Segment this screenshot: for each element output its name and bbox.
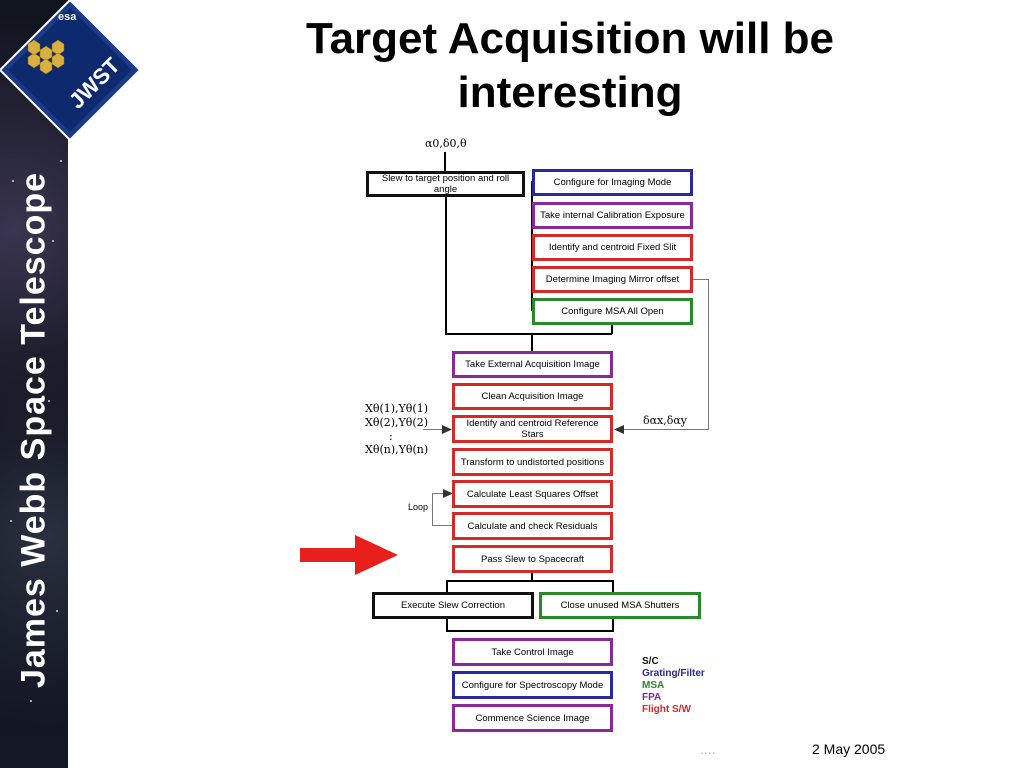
offset-feedback-line: [708, 279, 709, 430]
step-pass-slew: Pass Slew to Spacecraft: [452, 545, 613, 573]
step-internal-calibration: Take internal Calibration Exposure: [532, 202, 693, 229]
footer-faded-text: ....: [700, 741, 716, 757]
step-clean-acquisition: Clean Acquisition Image: [452, 383, 613, 410]
connector-line: [612, 619, 614, 631]
step-mirror-offset: Determine Imaging Mirror offset: [532, 266, 693, 293]
title-line-1: Target Acquisition will be: [305, 14, 835, 63]
connector-line: [446, 580, 448, 592]
legend-item: MSA: [642, 680, 665, 691]
footer-date: 2 May 2005: [812, 741, 886, 757]
step-fixed-slit: Identify and centroid Fixed Slit: [532, 234, 693, 261]
offset-label: δαx,δαy: [643, 414, 688, 427]
connector-line: [611, 323, 613, 334]
loop-line: [432, 493, 433, 526]
step-configure-imaging: Configure for Imaging Mode: [532, 169, 693, 196]
step-external-acquisition: Take External Acquisition Image: [452, 351, 613, 378]
connector-line: [444, 152, 446, 171]
red-arrow-icon: [300, 535, 398, 575]
step-science-image: Commence Science Image: [452, 704, 613, 732]
legend-item: S/C: [642, 656, 659, 667]
jwst-logo-icon: esa JWST: [0, 0, 140, 140]
loop-line: [432, 493, 446, 494]
arrowhead-icon: [614, 425, 624, 434]
star-pos-dots: :: [389, 430, 393, 443]
connector-line: [446, 630, 614, 632]
connector-line: [446, 619, 448, 631]
offset-feedback-line: [693, 279, 709, 280]
star-pos-n: Xθ(n),Yθ(n): [365, 443, 429, 456]
connector-line: [446, 580, 614, 582]
connector-line: [445, 197, 447, 334]
step-spectroscopy: Configure for Spectroscopy Mode: [452, 671, 613, 699]
arrowhead-icon: [443, 489, 453, 498]
legend-item: Grating/Filter: [642, 668, 705, 679]
slide-title: Target Acquisition will be interesting: [150, 12, 990, 120]
star-pos-1: Xθ(1),Yθ(1): [365, 402, 428, 415]
loop-line: [432, 525, 452, 526]
step-close-shutters: Close unused MSA Shutters: [539, 592, 701, 619]
step-reference-stars: Identify and centroid Reference Stars: [452, 415, 613, 443]
connector-line: [612, 580, 614, 592]
connector-line: [445, 333, 612, 335]
logo-agency: esa: [58, 11, 77, 23]
offset-feedback-line: [622, 429, 709, 430]
step-least-squares: Calculate Least Squares Offset: [452, 480, 613, 508]
arrowhead-icon: [442, 425, 452, 434]
star-pos-2: Xθ(2),Yθ(2): [365, 416, 428, 429]
step-slew: Slew to target position and roll angle: [366, 171, 525, 197]
sidebar-title: James Webb Space Telescope: [14, 171, 53, 689]
top-params-label: α0,δ0,θ: [425, 137, 467, 150]
legend-item: Flight S/W: [642, 704, 691, 715]
loop-label: Loop: [408, 502, 429, 512]
connector-line: [531, 573, 533, 581]
step-execute-slew: Execute Slew Correction: [372, 592, 534, 619]
title-line-2: interesting: [457, 68, 683, 117]
step-control-image: Take Control Image: [452, 638, 613, 666]
connector-line: [531, 334, 533, 351]
star-input-line: [423, 429, 446, 430]
step-msa-all-open: Configure MSA All Open: [532, 298, 693, 325]
step-residuals: Calculate and check Residuals: [452, 512, 613, 540]
legend-item: FPA: [642, 692, 662, 703]
step-undistorted: Transform to undistorted positions: [452, 448, 613, 476]
